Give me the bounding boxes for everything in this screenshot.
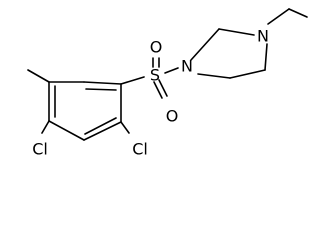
ethyl-bond — [267, 8, 290, 25]
ring-double-bond — [85, 88, 117, 91]
piperazine-ring — [190, 28, 268, 79]
oxygen-top-atom-label: O — [150, 38, 163, 57]
ring-sulfur-bond — [120, 76, 145, 85]
ring-bond — [190, 28, 220, 61]
ring-bond — [218, 28, 255, 36]
ring-bond — [83, 81, 122, 85]
chlorine-left-atom-label: Cl — [32, 140, 48, 159]
chlorine-right-bond — [120, 121, 130, 134]
ethyl-bond — [288, 8, 308, 18]
chlorine-right-atom-label: Cl — [132, 140, 148, 159]
sulfur-atom-label: S — [150, 66, 160, 85]
ring-bond — [264, 43, 268, 71]
ring-bond — [48, 120, 85, 141]
ring-bond — [83, 121, 122, 141]
sulfur-oxygen-bottom-bond — [158, 79, 168, 97]
nitrogen-ethyl-atom-label: N — [257, 27, 269, 46]
chlorine-left-bond — [41, 120, 50, 134]
nitrogen-sulfonyl-atom-label: N — [181, 57, 193, 76]
sulfur-nitrogen-bond — [164, 67, 179, 74]
ring-bond — [197, 73, 231, 79]
molecule-structure-diagram: S O O N N Cl Cl — [27, 8, 308, 159]
oxygen-bottom-atom-label: O — [166, 107, 179, 126]
sulfur-oxygen-bottom-bond — [153, 81, 163, 99]
methyl-bond — [27, 69, 50, 83]
ring-bond — [229, 69, 266, 79]
benzene-ring — [48, 81, 122, 141]
ring-double-bond — [84, 117, 117, 135]
